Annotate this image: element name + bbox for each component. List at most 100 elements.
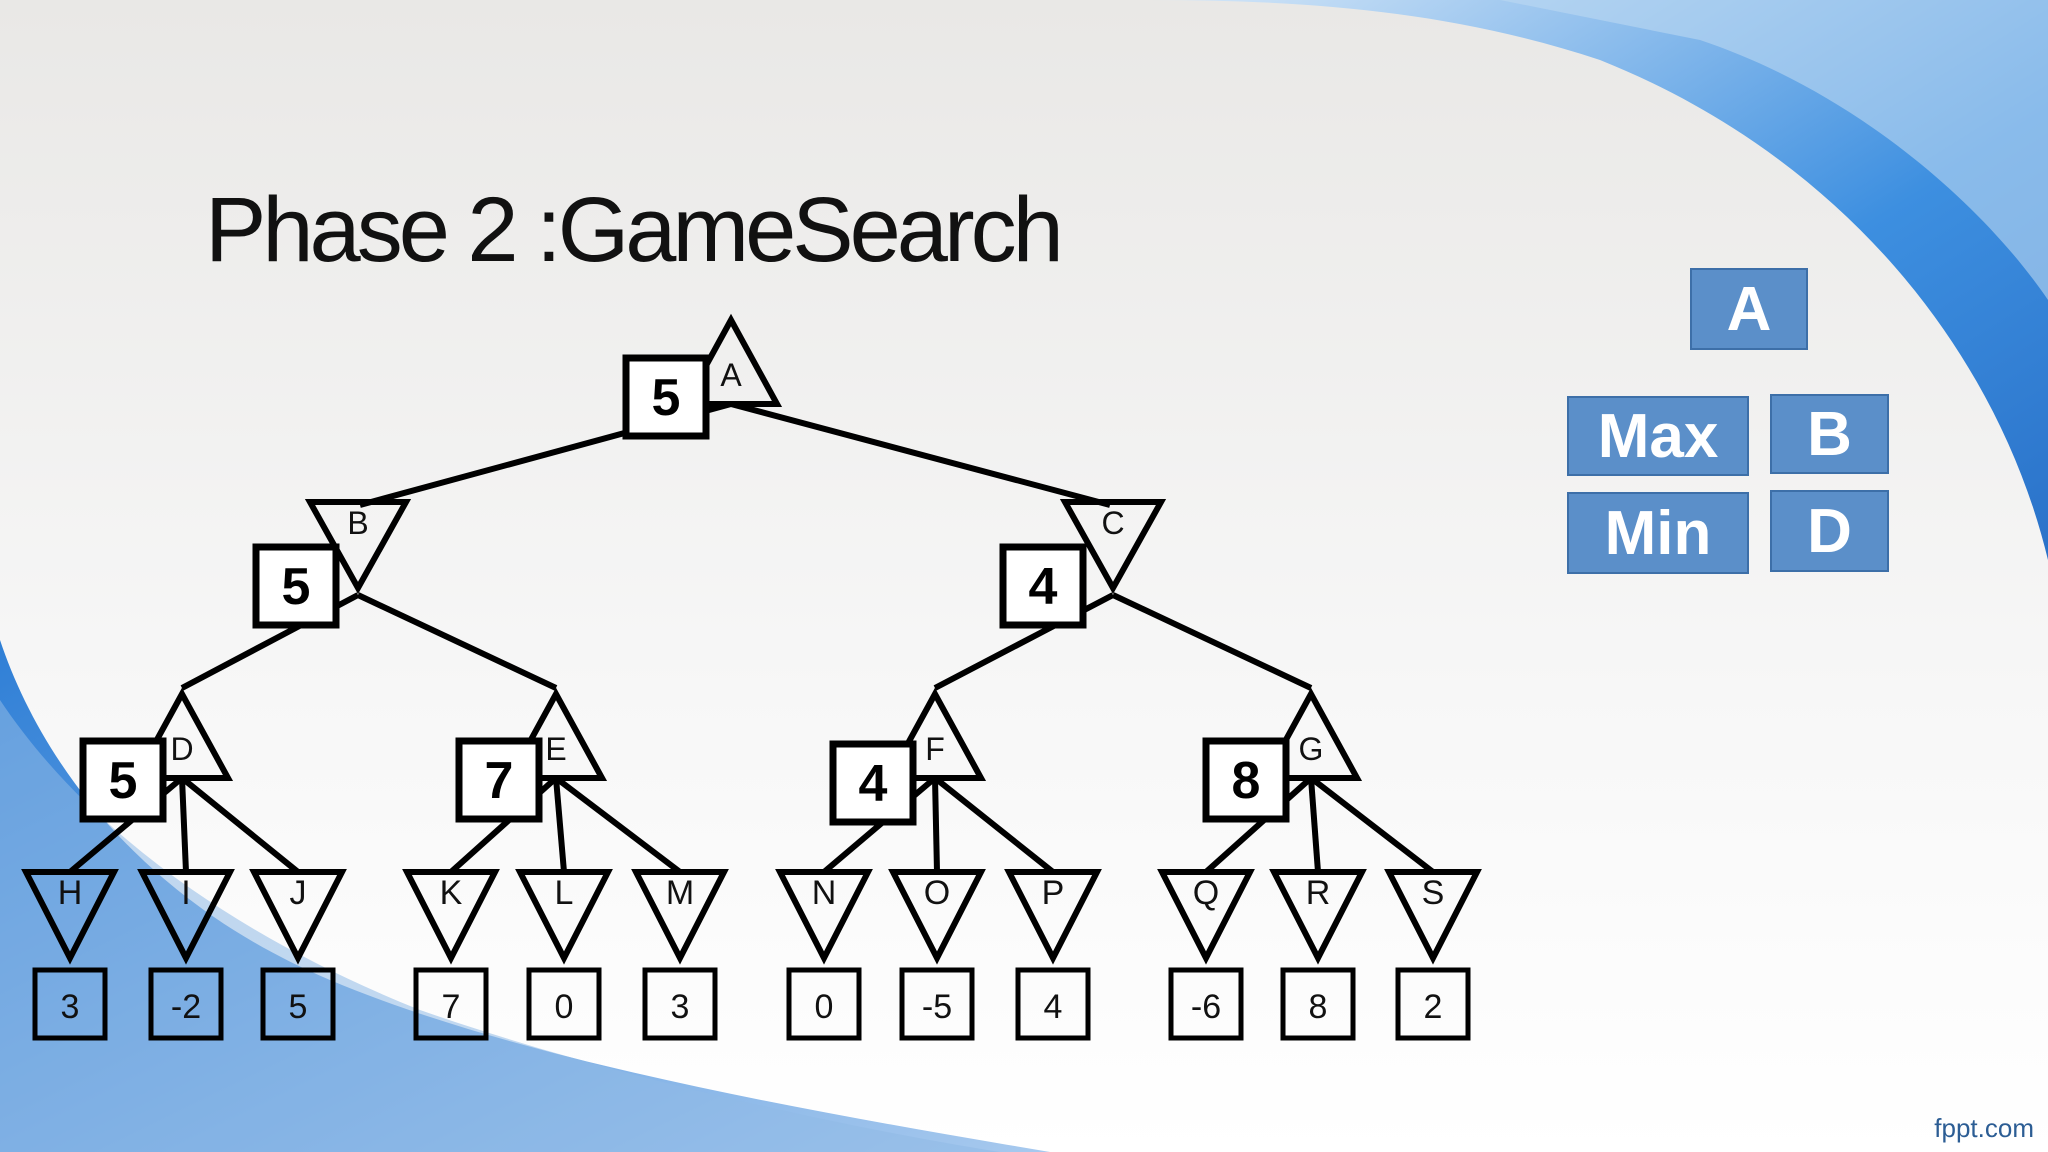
tree-edge-E-M: [554, 775, 682, 875]
leaf-value-box-p: 4: [1015, 967, 1091, 1041]
value-g: 8: [1232, 752, 1261, 810]
leaf-value-box-r: 8: [1280, 967, 1356, 1041]
node-label-r: R: [1306, 874, 1331, 912]
tree-node-l: L: [515, 869, 613, 965]
tree-edge-G-S: [1309, 775, 1435, 875]
node-label-q: Q: [1193, 874, 1219, 912]
node-label-n: N: [812, 874, 837, 912]
min-triangle-i: [137, 869, 235, 965]
leaf-value-q: -6: [1191, 988, 1221, 1026]
node-label-k: K: [440, 874, 463, 912]
tree-edge-D-J: [180, 775, 300, 875]
tree-node-d: D: [130, 687, 234, 781]
node-label-a: A: [720, 357, 742, 393]
title-search: Search: [792, 179, 1063, 281]
value-f: 4: [859, 755, 888, 813]
tree-node-n: N: [775, 869, 873, 965]
min-triangle-c: [1059, 499, 1167, 595]
value-box-f: 4: [829, 740, 917, 826]
min-triangle-j: [249, 869, 347, 965]
tree-edge-F-O: [932, 777, 940, 873]
node-label-p: P: [1042, 874, 1065, 912]
leaf-value-box-n: 0: [786, 967, 862, 1041]
tree-edge-D-I: [179, 777, 189, 873]
min-triangle-l: [515, 869, 613, 965]
tree-node-e: E: [504, 687, 608, 781]
node-label-e: E: [545, 731, 566, 767]
leaf-value-box-l: 0: [526, 967, 602, 1041]
leaf-value-m: 3: [671, 988, 690, 1026]
leaf-value-p: 4: [1044, 988, 1063, 1026]
min-triangle-k: [402, 869, 500, 965]
tree-node-g: G: [1259, 687, 1363, 781]
tree-edge-C-G: [1111, 592, 1313, 691]
leaf-value-n: 0: [815, 988, 834, 1026]
legend-a-label: A: [1726, 274, 1772, 344]
min-triangle-s: [1384, 869, 1482, 965]
value-box-d: 5: [79, 737, 167, 823]
value-box-e: 7: [455, 737, 543, 823]
leaf-value-s: 2: [1424, 988, 1443, 1026]
tree-edge-F-P: [933, 775, 1055, 875]
legend-b-box: B: [1770, 394, 1889, 474]
leaf-value-r: 8: [1309, 988, 1328, 1026]
leaf-value-o: -5: [922, 988, 952, 1026]
leaf-value-box-m: 3: [642, 967, 718, 1041]
tree-node-f: F: [883, 687, 987, 781]
node-label-h: H: [58, 874, 83, 912]
tree-node-q: Q: [1157, 869, 1255, 965]
footer-brand: fppt.com: [1934, 1113, 2034, 1143]
max-triangle-d: [130, 687, 234, 781]
value-box-g: 8: [1202, 737, 1290, 823]
max-triangle-g: [1259, 687, 1363, 781]
min-triangle-h: [21, 869, 119, 965]
tree-edge-E-L: [553, 777, 567, 873]
node-label-o: O: [924, 874, 950, 912]
leaf-value-box-o: -5: [899, 967, 975, 1041]
leaf-value-box-q: -6: [1168, 967, 1244, 1041]
tree-edge-A-C: [730, 401, 1111, 508]
node-label-j: J: [290, 874, 307, 912]
tree-node-m: M: [631, 869, 729, 965]
tree-edge-G-R: [1308, 777, 1321, 873]
tree-node-o: O: [888, 869, 986, 965]
tree-node-r: R: [1269, 869, 1367, 965]
leaf-value-i: -2: [171, 988, 201, 1026]
leaf-value-h: 3: [61, 988, 80, 1026]
tree-edge-B-E: [356, 592, 558, 691]
node-label-b: B: [347, 505, 368, 541]
legend-min-box: Min: [1567, 492, 1749, 574]
node-label-l: L: [555, 874, 574, 912]
value-c: 4: [1029, 558, 1058, 616]
legend-max-box: Max: [1567, 396, 1749, 476]
value-box-b: 5: [252, 543, 340, 629]
leaf-value-box-i: -2: [148, 967, 224, 1041]
legend-b-label: B: [1807, 399, 1852, 469]
slide-title: Phase 2 :GameSearch: [205, 178, 1064, 283]
node-label-d: D: [170, 731, 193, 767]
min-triangle-p: [1004, 869, 1102, 965]
title-phase: Phase 2 :: [205, 179, 562, 281]
value-e: 7: [485, 752, 514, 810]
max-triangle-f: [883, 687, 987, 781]
tree-node-s: S: [1384, 869, 1482, 965]
tree-node-j: J: [249, 869, 347, 965]
leaf-value-box-k: 7: [413, 967, 489, 1041]
node-label-f: F: [925, 731, 945, 767]
value-d: 5: [109, 752, 138, 810]
leaf-value-k: 7: [442, 988, 461, 1026]
tree-edges: [68, 401, 1435, 875]
value-box-c: 4: [999, 543, 1087, 629]
tree-edge-G-Q: [1203, 775, 1314, 875]
tree-node-h: H: [21, 869, 119, 965]
legend-d-label: D: [1807, 496, 1852, 566]
leaf-value-box-s: 2: [1395, 967, 1471, 1041]
min-triangle-m: [631, 869, 729, 965]
leaf-value-l: 0: [555, 988, 574, 1026]
tree-node-c: C: [1059, 499, 1167, 595]
node-label-g: G: [1299, 731, 1324, 767]
legend-a-box: A: [1690, 268, 1808, 350]
tree-node-i: I: [137, 869, 235, 965]
max-triangle-e: [504, 687, 608, 781]
